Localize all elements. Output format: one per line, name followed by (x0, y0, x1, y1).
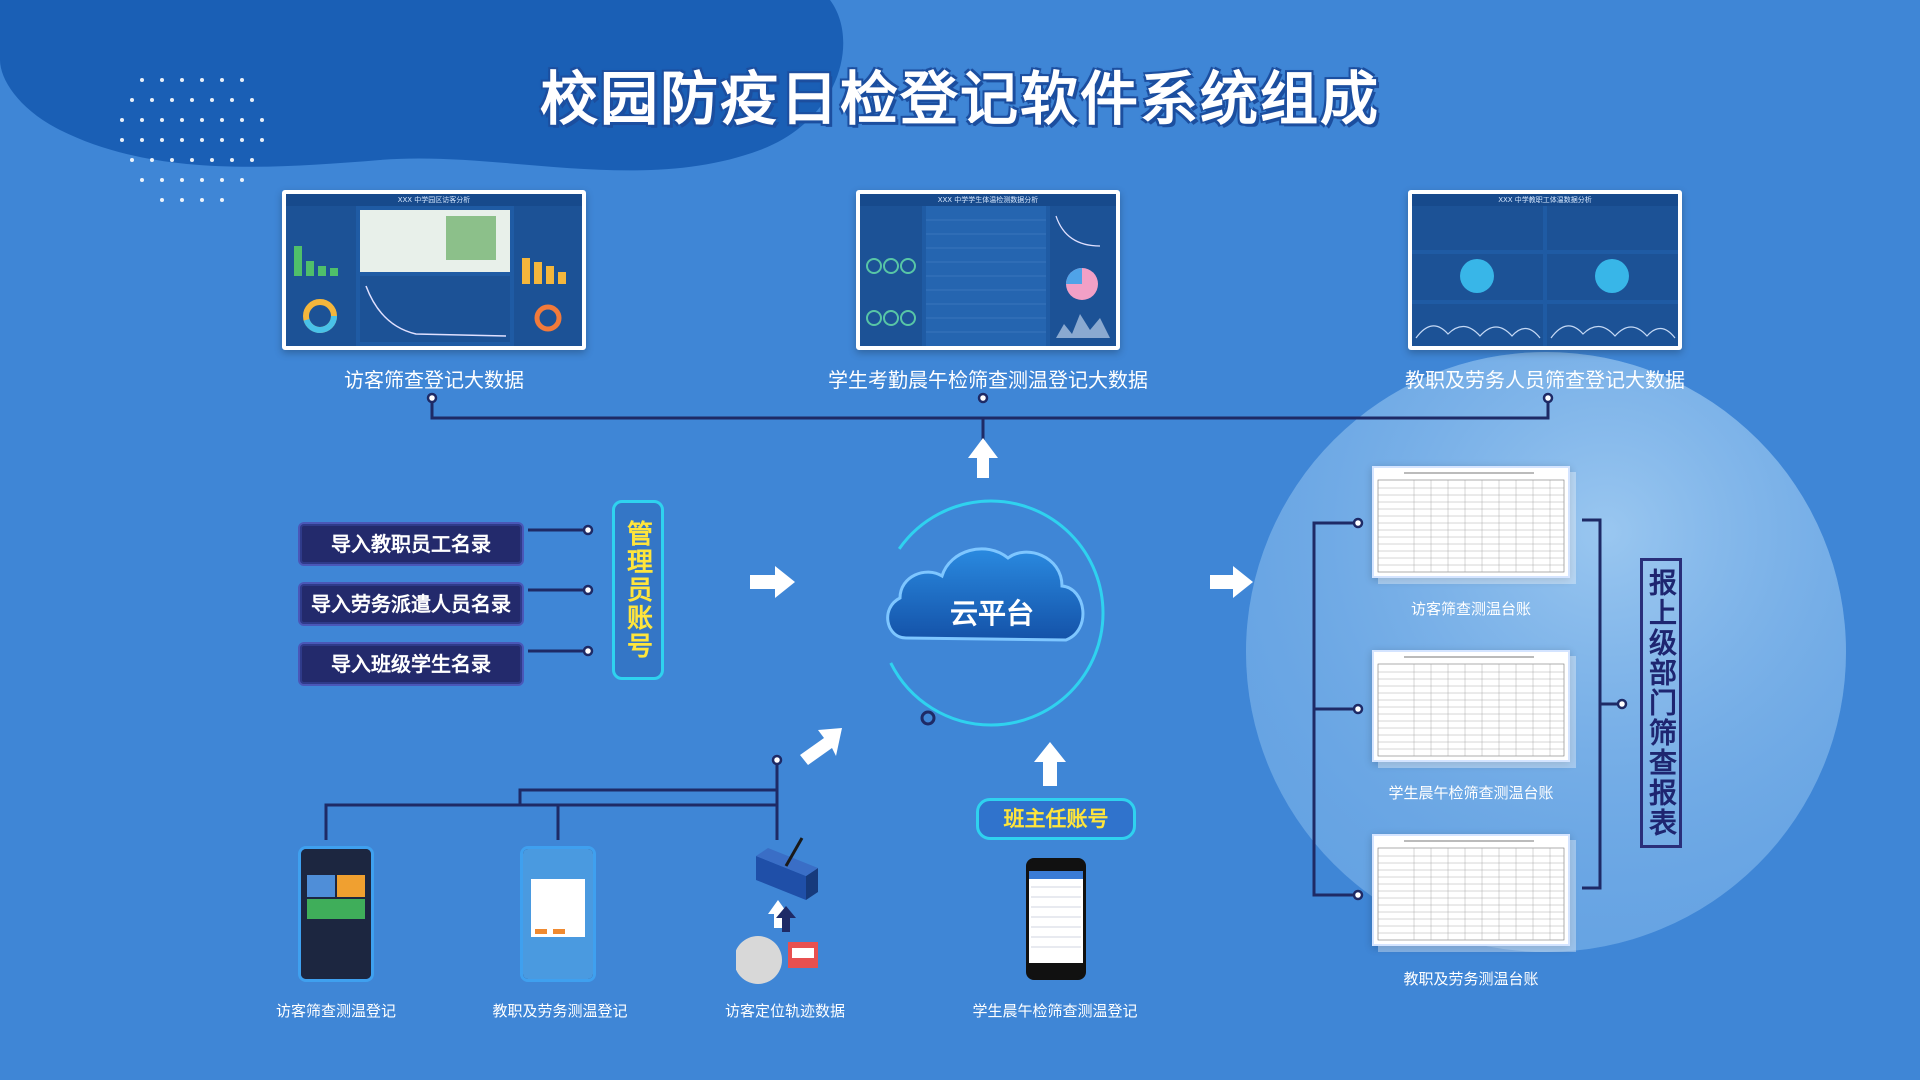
dashboard-staff-charts (1412, 206, 1678, 346)
dashboard-staff: XXX 中学教职工体温数据分析 (1408, 190, 1682, 350)
cloud-platform-graphic (877, 499, 1105, 727)
location-data-caption: 访客定位轨迹数据 (724, 1002, 845, 1020)
ledger-table-grid (1377, 656, 1565, 757)
arrow-right-icon (1210, 566, 1253, 598)
ledger-table-grid (1377, 472, 1565, 573)
ledger-student-caption: 学生晨午检筛查测温台账 (1388, 784, 1554, 802)
ledger-student (1372, 650, 1570, 762)
ledger-visitor (1372, 466, 1570, 578)
dashboard-visitor-title: XXX 中学园区访客分析 (286, 194, 582, 206)
import-students-button[interactable]: 导入班级学生名录 (298, 642, 524, 686)
dashboard-student: XXX 中学学生体温检测数据分析 (856, 190, 1120, 350)
dashboard-visitor-caption: 访客筛查登记大数据 (344, 368, 524, 392)
dashboard-visitor: XXX 中学园区访客分析 (282, 190, 586, 350)
staff-tablet-caption: 教职及劳务测温登记 (492, 1002, 628, 1020)
arrow-right-icon (750, 566, 795, 598)
ledger-table-grid (1377, 840, 1565, 941)
cloud-platform-label: 云平台 (950, 597, 1035, 630)
student-smartphone (1026, 858, 1086, 980)
ledger-staff (1372, 834, 1570, 946)
student-phone-caption: 学生晨午检筛查测温登记 (972, 1002, 1138, 1020)
dashboard-staff-title: XXX 中学教职工体温数据分析 (1412, 194, 1678, 206)
admin-account-box: 管理员账号 (612, 500, 664, 680)
dashboard-student-charts (860, 206, 1116, 346)
dashboard-visitor-charts (286, 206, 582, 346)
visitor-phone-app (298, 846, 374, 982)
teacher-account-box: 班主任账号 (976, 798, 1136, 840)
ledger-staff-caption: 教职及劳务测温台账 (1403, 970, 1539, 988)
arrow-diagonal-icon (800, 728, 842, 765)
superior-report-box: 报上级部门筛查报表 (1640, 558, 1682, 848)
staff-tablet-app (520, 846, 596, 982)
gateway-router-icon (736, 837, 818, 984)
dashboard-student-caption: 学生考勤晨午检筛查测温登记大数据 (828, 368, 1148, 392)
import-dispatch-button[interactable]: 导入劳务派遣人员名录 (298, 582, 524, 626)
visitor-phone-caption: 访客筛查测温登记 (275, 1002, 396, 1020)
arrow-up-icon (768, 900, 788, 928)
dashboard-student-title: XXX 中学学生体温检测数据分析 (860, 194, 1116, 206)
ledger-visitor-caption: 访客筛查测温台账 (1410, 600, 1531, 618)
arrow-up-icon (968, 438, 998, 478)
page-title: 校园防疫日检登记软件系统组成 (539, 65, 1380, 133)
import-staff-button[interactable]: 导入教职员工名录 (298, 522, 524, 566)
dashboard-staff-caption: 教职及劳务人员筛查登记大数据 (1405, 368, 1685, 392)
arrow-up-icon (1034, 742, 1066, 786)
